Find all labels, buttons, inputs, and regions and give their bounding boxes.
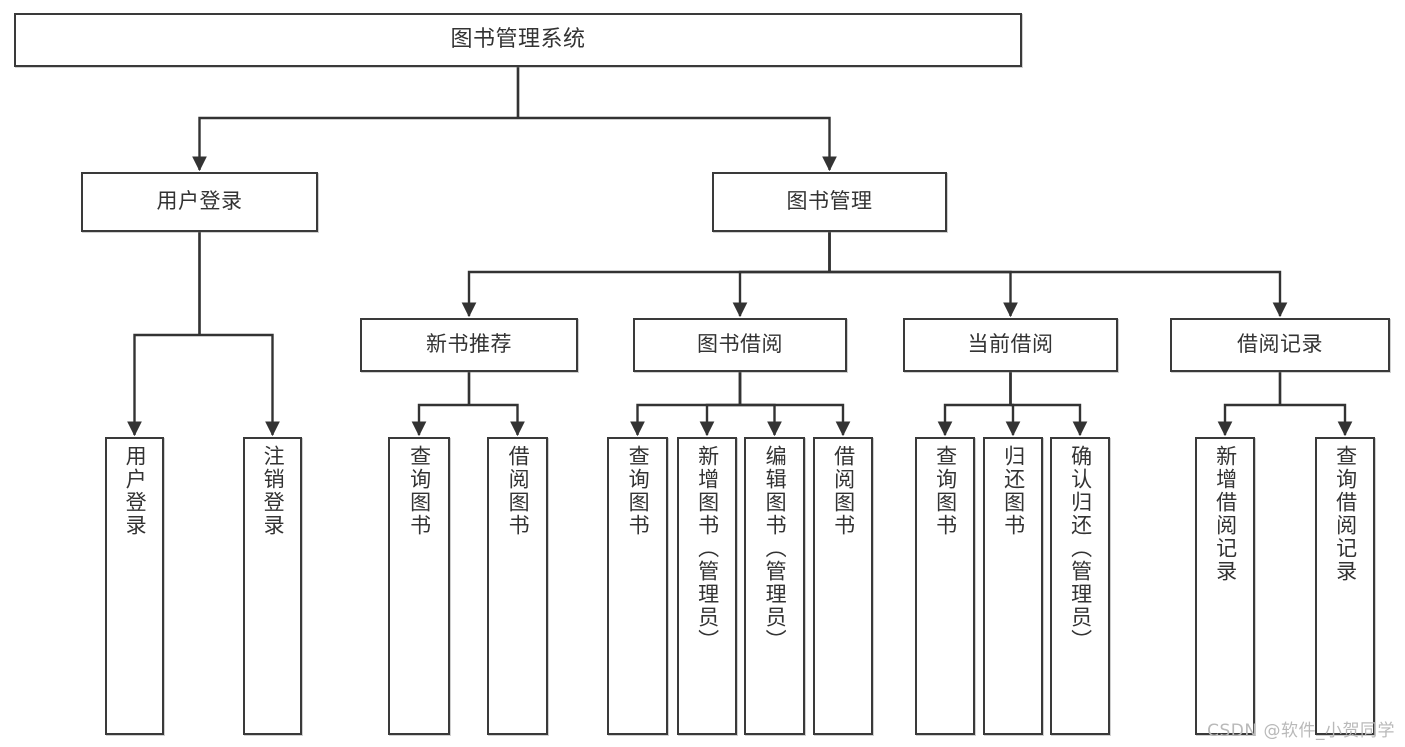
node-label-leaf-confirm-return-admin: 确认归还（管理员） [1068, 445, 1093, 652]
node-label-leaf-query-book-current: 查询图书 [933, 445, 958, 537]
node-leaf-add-borrow-record[interactable]: 新增借阅记录 [1195, 437, 1255, 735]
node-label-new-book-recommend: 新书推荐 [426, 332, 512, 357]
node-leaf-borrow-book[interactable]: 借阅图书 [813, 437, 873, 735]
node-new-book-recommend[interactable]: 新书推荐 [360, 318, 578, 372]
edge-book-management-to-current-borrow [829, 270, 1018, 318]
edge-book-borrow-to-leaf-add-book-admin [699, 403, 740, 437]
node-leaf-query-borrow-record[interactable]: 查询借阅记录 [1315, 437, 1375, 735]
node-label-leaf-add-borrow-record: 新增借阅记录 [1213, 445, 1238, 583]
node-leaf-borrow-book-recommend[interactable]: 借阅图书 [487, 437, 548, 735]
node-label-leaf-borrow-book-recommend: 借阅图书 [506, 445, 531, 537]
node-user-login[interactable]: 用户登录 [81, 172, 318, 232]
node-leaf-user-login[interactable]: 用户登录 [105, 437, 164, 735]
node-label-current-borrow: 当前借阅 [967, 332, 1054, 357]
edge-user-login-to-leaf-logout [199, 333, 280, 437]
node-label-user-login: 用户登录 [156, 189, 243, 214]
edge-new-book-recommend-to-leaf-query-book-recommend [411, 403, 469, 437]
node-current-borrow[interactable]: 当前借阅 [903, 318, 1118, 372]
edge-book-borrow-to-leaf-edit-book-admin [740, 403, 782, 437]
edge-current-borrow-to-leaf-confirm-return-admin [1010, 403, 1088, 437]
node-label-leaf-borrow-book: 借阅图书 [831, 445, 856, 537]
edge-book-management-to-new-book-recommend [461, 270, 830, 318]
node-leaf-query-book-recommend[interactable]: 查询图书 [388, 437, 450, 735]
node-borrow-record[interactable]: 借阅记录 [1170, 318, 1390, 372]
node-leaf-confirm-return-admin[interactable]: 确认归还（管理员） [1050, 437, 1110, 735]
edge-root-to-book-management [518, 116, 837, 172]
node-label-leaf-query-book-borrow: 查询图书 [626, 445, 651, 537]
edge-borrow-record-to-leaf-add-borrow-record [1217, 403, 1280, 437]
node-label-leaf-user-login: 用户登录 [123, 445, 148, 537]
node-label-leaf-add-book-admin: 新增图书（管理员） [695, 445, 720, 652]
node-label-borrow-record: 借阅记录 [1237, 332, 1323, 357]
node-leaf-query-book-current[interactable]: 查询图书 [915, 437, 975, 735]
node-leaf-return-book[interactable]: 归还图书 [983, 437, 1043, 735]
edge-current-borrow-to-leaf-return-book [1005, 403, 1021, 437]
edge-book-borrow-to-leaf-query-book-borrow [630, 403, 740, 437]
node-label-leaf-return-book: 归还图书 [1001, 445, 1026, 537]
node-root[interactable]: 图书管理系统 [14, 13, 1022, 67]
node-leaf-edit-book-admin[interactable]: 编辑图书（管理员） [744, 437, 805, 735]
csdn-watermark: CSDN @软件_小贺同学 [1207, 721, 1395, 741]
edge-book-management-to-book-borrow [732, 270, 830, 318]
node-label-leaf-query-borrow-record: 查询借阅记录 [1333, 445, 1358, 583]
node-label-leaf-edit-book-admin: 编辑图书（管理员） [763, 445, 788, 652]
node-label-book-borrow: 图书借阅 [697, 332, 783, 357]
edge-user-login-to-leaf-user-login [127, 333, 200, 437]
node-label-leaf-query-book-recommend: 查询图书 [407, 445, 432, 537]
node-book-management[interactable]: 图书管理 [712, 172, 947, 232]
node-label-book-management: 图书管理 [786, 189, 873, 214]
edge-book-management-to-borrow-record [829, 270, 1288, 318]
node-leaf-add-book-admin[interactable]: 新增图书（管理员） [677, 437, 737, 735]
node-book-borrow[interactable]: 图书借阅 [633, 318, 847, 372]
edge-paths [127, 67, 1353, 437]
edge-book-borrow-to-leaf-borrow-book [740, 403, 851, 437]
node-leaf-query-book-borrow[interactable]: 查询图书 [607, 437, 668, 735]
node-label-leaf-logout: 注销登录 [261, 445, 286, 537]
edge-borrow-record-to-leaf-query-borrow-record [1280, 403, 1353, 437]
edge-new-book-recommend-to-leaf-borrow-book-recommend [469, 403, 525, 437]
node-leaf-logout[interactable]: 注销登录 [243, 437, 302, 735]
edge-root-to-user-login [192, 116, 518, 172]
node-label-root: 图书管理系统 [450, 26, 586, 52]
edge-current-borrow-to-leaf-query-book-current [937, 403, 1011, 437]
